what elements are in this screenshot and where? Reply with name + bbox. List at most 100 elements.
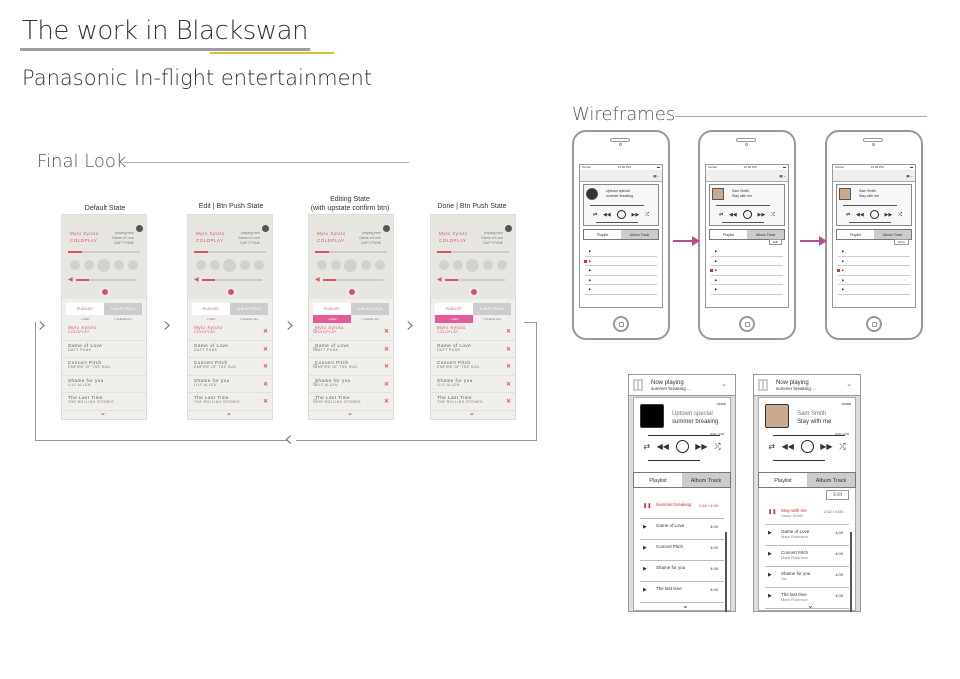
play-button[interactable]	[97, 258, 111, 272]
volume-slider[interactable]	[596, 222, 638, 223]
delete-icon[interactable]: ✕	[262, 381, 268, 388]
home-button[interactable]	[866, 316, 882, 332]
now-playing-bar[interactable]: ▮▮ ⌄	[833, 170, 915, 182]
repeat-icon[interactable]: ⇄	[643, 442, 651, 451]
shuffle-icon[interactable]: ⤮	[714, 441, 721, 451]
tab-album-track[interactable]: Album Track	[682, 473, 730, 487]
pause-icon[interactable]	[758, 379, 768, 391]
list-item[interactable]: ▶	[710, 266, 783, 276]
clear-all-button[interactable]: × CLEAR ALL	[113, 317, 133, 321]
tab-playlist[interactable]: Playlist	[722, 233, 735, 237]
now-playing-bar[interactable]: ▮▮ ⌄	[706, 170, 788, 182]
tab-playlist[interactable]: PLAYLIST	[192, 303, 230, 315]
progress-bar[interactable]	[773, 435, 845, 436]
pause-icon[interactable]	[633, 379, 643, 391]
progress-bar[interactable]	[590, 205, 644, 206]
delete-icon[interactable]: ✕	[505, 399, 511, 405]
shuffle-icon[interactable]: ⤮	[645, 211, 650, 218]
close-button[interactable]: close	[841, 401, 851, 406]
delete-icon[interactable]: ✕	[505, 381, 511, 388]
delete-icon[interactable]: ✕	[383, 364, 389, 370]
progress-bar[interactable]	[194, 251, 266, 253]
rewind-icon[interactable]: ◀◀	[856, 211, 864, 218]
forward-icon[interactable]: ▶▶	[757, 211, 766, 218]
progress-bar[interactable]	[437, 251, 509, 253]
close-icon[interactable]	[505, 225, 512, 232]
tab-album-track[interactable]: ALBUM TRACK	[230, 303, 268, 315]
list-item[interactable]: ▶	[585, 276, 657, 285]
chevron-down-icon[interactable]: ⌄	[721, 381, 727, 388]
list-item[interactable]: ▶	[838, 247, 910, 257]
tab-playlist[interactable]: Playlist	[649, 478, 667, 484]
chevron-down-icon[interactable]: ⌄	[846, 381, 852, 388]
home-button[interactable]	[613, 316, 629, 332]
shuffle-icon[interactable]: ⤮	[839, 441, 846, 451]
scrollbar[interactable]	[850, 532, 852, 612]
list-item[interactable]: ▶	[585, 285, 657, 295]
tab-playlist[interactable]: PLAYLIST	[435, 303, 473, 315]
rewind-button[interactable]	[83, 260, 94, 270]
tab-album-track[interactable]: Album Track	[874, 230, 911, 239]
repeat-button[interactable]	[69, 260, 80, 270]
delete-icon[interactable]: ✕	[505, 329, 511, 335]
list-item[interactable]: ▶	[711, 276, 783, 285]
list-item[interactable]: ▶	[837, 266, 910, 276]
edit-button[interactable]: Edit	[826, 490, 849, 500]
chevron-down-icon[interactable]: ⌄	[347, 410, 353, 417]
rewind-icon[interactable]: ◀◀	[729, 211, 737, 218]
delete-icon[interactable]: ✕	[505, 364, 511, 370]
rewind-icon[interactable]: ◀◀	[656, 442, 669, 451]
tab-playlist[interactable]: PLAYLIST	[313, 303, 351, 315]
pause-icon[interactable]: ❚❚	[643, 503, 652, 509]
close-button[interactable]: close	[716, 401, 726, 406]
edit-button[interactable]: Done	[893, 239, 909, 245]
list-item[interactable]: ▶	[585, 266, 657, 276]
chevron-down-icon[interactable]: ⌄	[226, 410, 232, 417]
forward-button[interactable]	[240, 260, 251, 270]
rewind-button[interactable]	[330, 260, 341, 270]
delete-icon[interactable]: ✕	[262, 364, 268, 370]
tab-playlist[interactable]: Playlist	[596, 233, 609, 237]
pause-button[interactable]	[616, 210, 626, 219]
pause-button[interactable]	[742, 210, 752, 219]
rewind-button[interactable]	[209, 260, 220, 270]
forward-icon[interactable]: ▶▶	[631, 211, 640, 218]
play-icon[interactable]: ▶	[768, 551, 772, 557]
list-item[interactable]: ▶	[838, 257, 910, 266]
list-item[interactable]: ▶	[711, 285, 783, 295]
repeat-button[interactable]	[316, 260, 327, 270]
add-button[interactable]: + ADD	[80, 317, 90, 321]
chevron-down-icon[interactable]: ⌄	[807, 601, 814, 610]
list-item[interactable]: ▶	[711, 257, 783, 266]
close-icon[interactable]	[262, 225, 269, 232]
pause-button[interactable]	[800, 440, 814, 453]
delete-icon[interactable]: ✕	[383, 329, 389, 335]
home-button[interactable]	[739, 316, 755, 332]
volume-slider[interactable]	[722, 222, 764, 223]
shuffle-icon[interactable]: ⤮	[771, 211, 776, 218]
volume-slider[interactable]	[323, 279, 383, 281]
tab-album-track[interactable]: Album Track	[807, 473, 855, 487]
tab-playlist[interactable]: Playlist	[849, 233, 862, 237]
progress-bar[interactable]	[843, 205, 897, 206]
select-checkbox[interactable]	[313, 381, 317, 386]
list-item[interactable]: ▶	[585, 247, 657, 257]
